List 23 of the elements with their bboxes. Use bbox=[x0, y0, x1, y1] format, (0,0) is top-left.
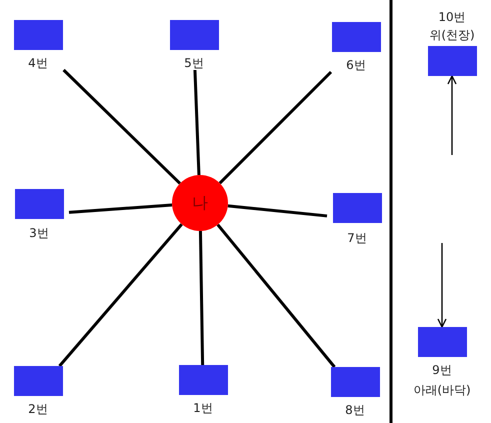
position-label: 10번 bbox=[438, 10, 466, 24]
position-label: 1번 bbox=[193, 401, 213, 415]
position-label: 2번 bbox=[28, 402, 48, 416]
arrow bbox=[447, 75, 457, 155]
position-label: 6번 bbox=[346, 58, 366, 72]
line bbox=[68, 204, 172, 214]
line bbox=[58, 223, 183, 367]
position-label: 아래(바닥) bbox=[413, 383, 471, 397]
arrow bbox=[437, 243, 447, 328]
position-label: 위(천장) bbox=[429, 28, 475, 42]
position-label: 5번 bbox=[184, 56, 204, 70]
line bbox=[228, 204, 328, 218]
position-label: 3번 bbox=[29, 226, 49, 240]
line bbox=[193, 70, 200, 176]
line bbox=[198, 230, 204, 366]
line bbox=[218, 70, 332, 184]
position-label: 4번 bbox=[28, 56, 48, 70]
line bbox=[216, 224, 336, 368]
position-label: 8번 bbox=[345, 403, 365, 417]
person-circle: 나 bbox=[172, 175, 228, 231]
position-label: 9번 bbox=[432, 363, 452, 377]
line bbox=[62, 68, 181, 185]
position-label: 7번 bbox=[347, 231, 367, 245]
